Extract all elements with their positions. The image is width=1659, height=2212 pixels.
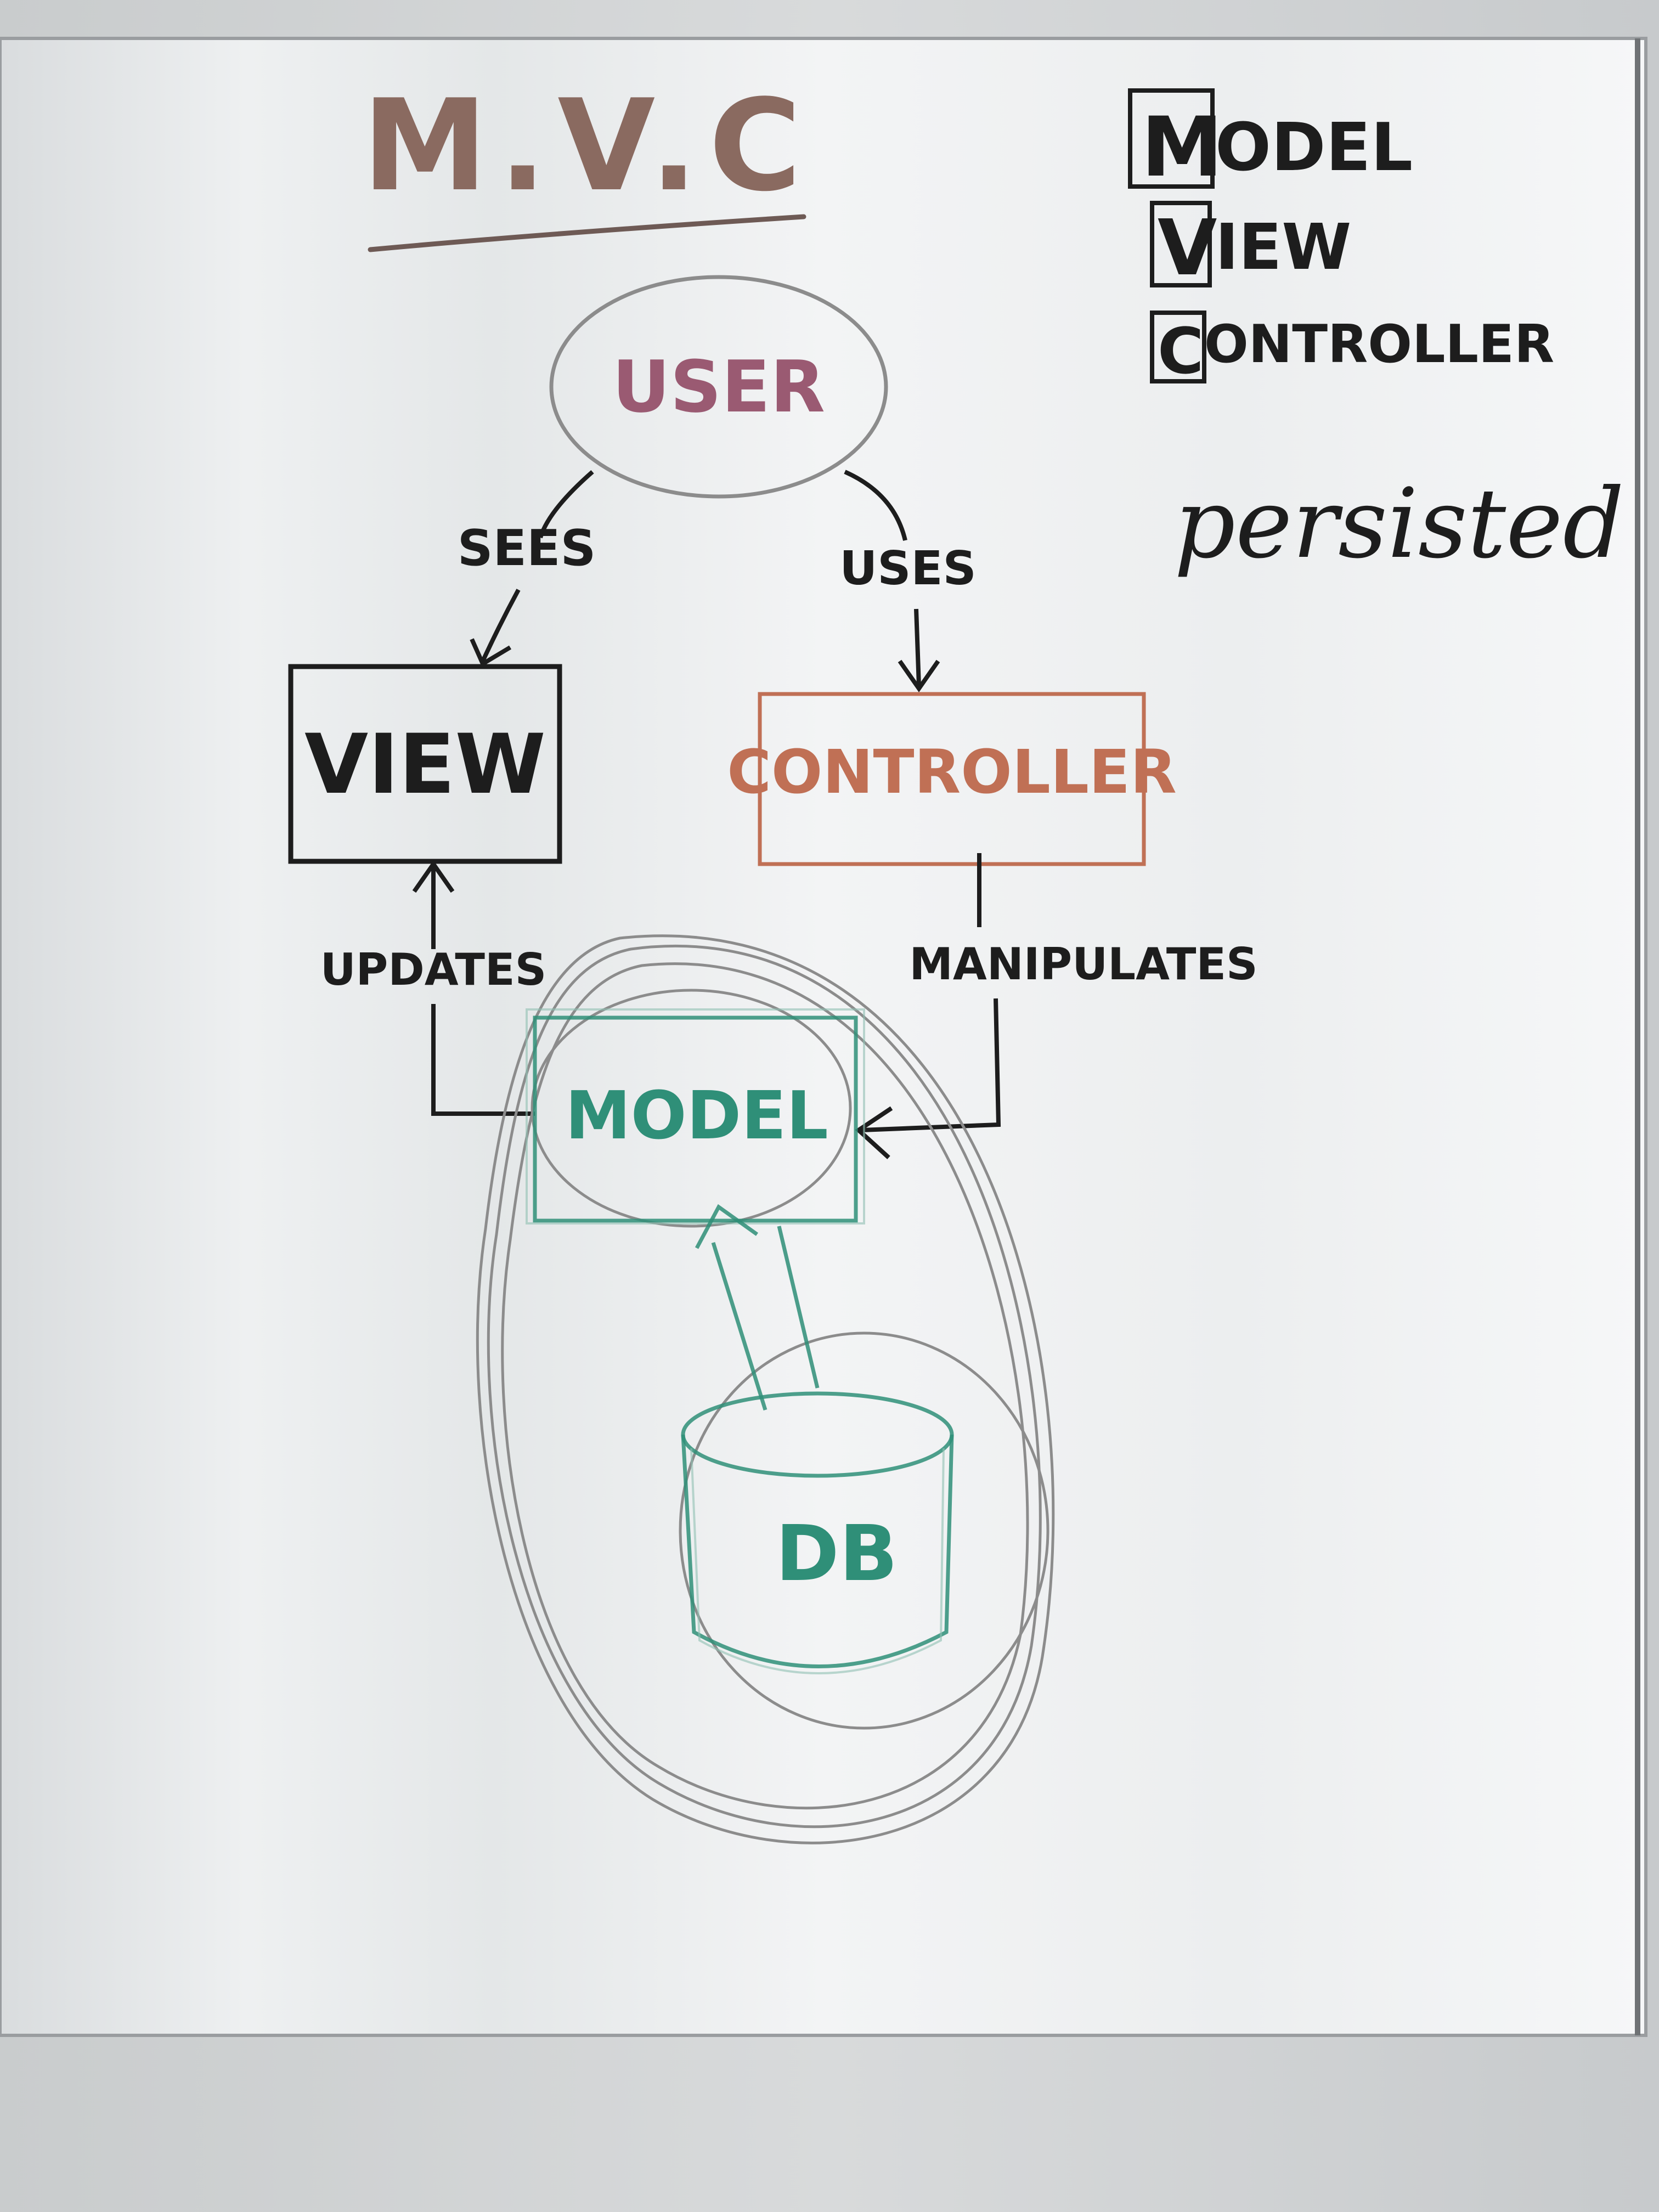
edge-sees: SEES: [458, 470, 596, 667]
edge-label-manipulates: MANIPULATES: [909, 939, 1257, 990]
whiteboard: [0, 37, 1647, 2037]
model-label: MODEL: [565, 1078, 828, 1154]
legend-letter: M: [1141, 100, 1223, 195]
legend-word: ONTROLLER: [1204, 314, 1554, 375]
db-label: DB: [776, 1509, 898, 1599]
legend: M ODEL V IEW C ONTROLLER: [1128, 88, 1554, 388]
edge-label-sees: SEES: [458, 520, 596, 577]
diagram-title: M.V.C: [362, 73, 812, 252]
persisted-boundary: [476, 934, 1055, 1844]
edge-label-updates: UPDATES: [320, 944, 547, 995]
legend-item-model: M ODEL: [1128, 88, 1413, 195]
controller-label: CONTROLLER: [727, 737, 1177, 807]
edge-updates: UPDATES: [320, 860, 547, 1116]
side-note-persisted: persisted: [1174, 469, 1624, 580]
title-underline: [368, 214, 806, 252]
legend-item-view: V IEW: [1150, 201, 1351, 293]
edge-uses: USES: [839, 470, 977, 692]
controller-node: CONTROLLER: [727, 692, 1177, 866]
model-node: MODEL: [526, 1008, 865, 1224]
legend-word: IEW: [1215, 211, 1351, 284]
legend-item-controller: C ONTROLLER: [1150, 311, 1554, 388]
legend-word: ODEL: [1215, 110, 1413, 186]
edge-manipulates: MANIPULATES: [855, 853, 1258, 1159]
user-label: USER: [612, 345, 825, 428]
legend-letter: V: [1158, 204, 1217, 293]
edge-db-model: [695, 1204, 820, 1411]
user-node: USER: [549, 275, 888, 499]
view-label: VIEW: [304, 717, 546, 812]
legend-letter: C: [1158, 315, 1204, 388]
db-node: DB: [681, 1391, 954, 1674]
title-text: M.V.C: [362, 73, 812, 219]
edge-label-uses: USES: [839, 541, 977, 596]
view-node: VIEW: [288, 664, 562, 864]
